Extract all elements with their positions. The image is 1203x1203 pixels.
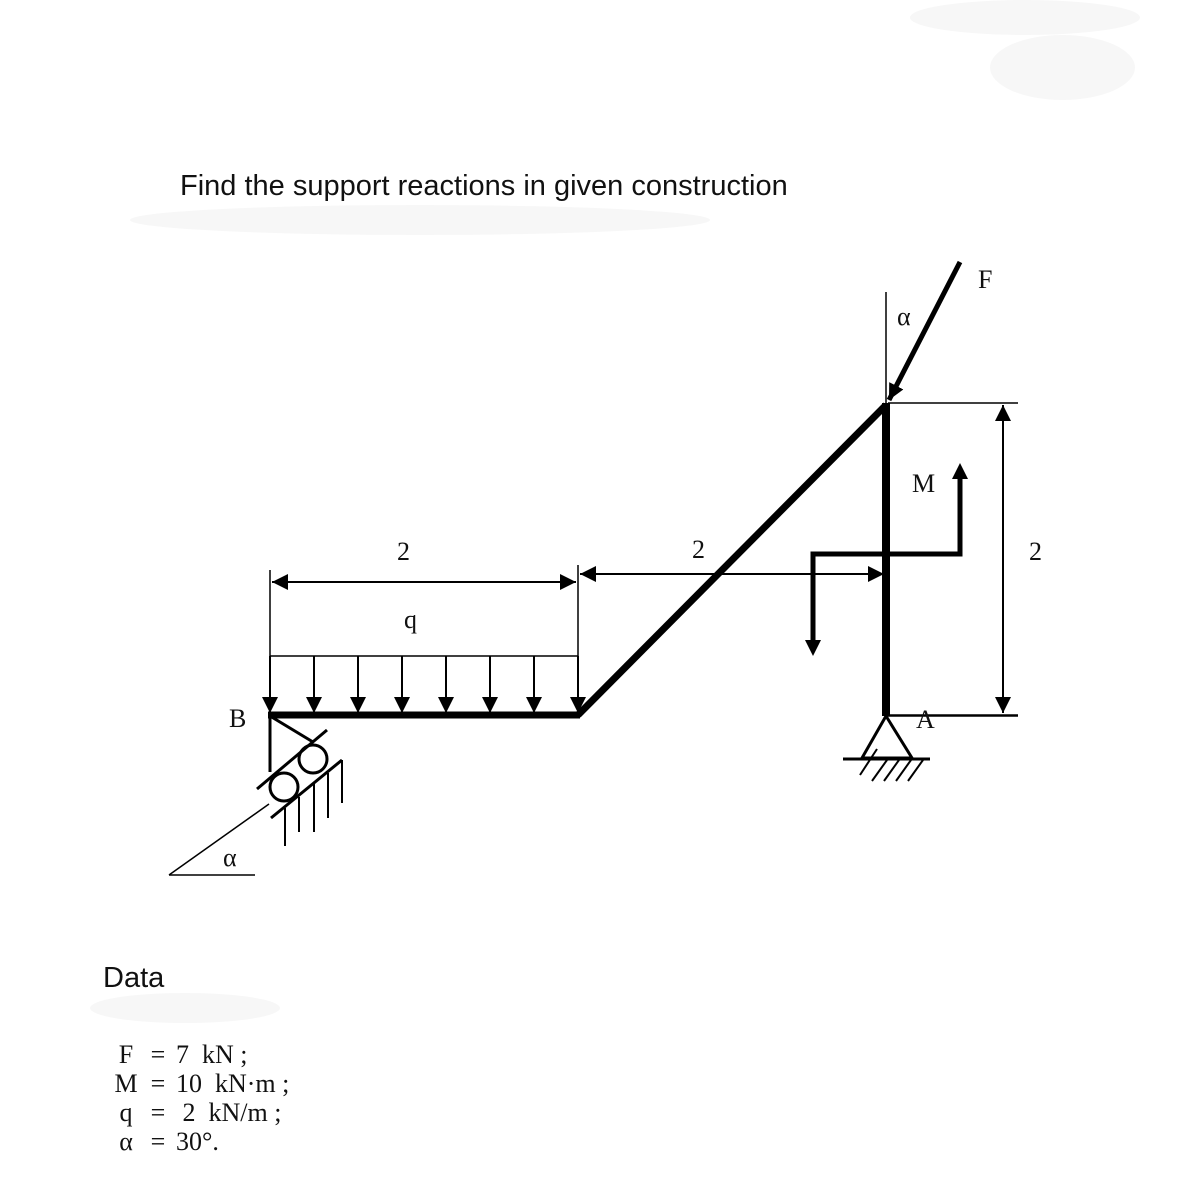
support-b-label: B [229, 704, 246, 733]
erased-smudge [130, 205, 710, 235]
data-value: 2 kN/m ; [176, 1098, 282, 1127]
dimension-right-span: 2 [580, 535, 884, 582]
equals-sign: = [150, 1098, 166, 1127]
force-label: F [978, 265, 992, 294]
data-list: F = 7 kN ; M = 10 kN·m ; q = 2 kN/m ; α … [112, 1040, 289, 1156]
moment-m: M [805, 463, 968, 656]
dimension-left-span: 2 [269, 537, 579, 715]
dimension-label: 2 [692, 535, 705, 564]
erased-smudge [90, 993, 280, 1023]
dimension-label: 2 [1029, 537, 1042, 566]
data-heading: Data [103, 962, 165, 994]
force-f: F α [885, 260, 992, 403]
support-a-pin: A [843, 705, 1018, 782]
slope-angle-label: α [223, 843, 237, 872]
support-b-roller: α B [168, 704, 343, 876]
erased-smudge [910, 0, 1140, 35]
data-symbol: M [114, 1069, 138, 1098]
moment-label: M [912, 469, 935, 498]
dimension-label: 2 [397, 537, 410, 566]
data-value: 7 kN ; [176, 1040, 248, 1069]
distributed-load-label: q [404, 605, 417, 634]
data-symbol: F [118, 1040, 134, 1069]
equals-sign: = [150, 1127, 166, 1156]
beam-structure [268, 402, 890, 719]
erased-smudge [990, 35, 1135, 100]
data-row-angle: α = 30°. [112, 1127, 289, 1156]
data-value: 10 kN·m ; [176, 1069, 290, 1098]
data-row-load: q = 2 kN/m ; [112, 1098, 289, 1127]
data-row-force: F = 7 kN ; [112, 1040, 289, 1069]
equals-sign: = [150, 1040, 166, 1069]
equals-sign: = [150, 1069, 166, 1098]
distributed-load: q [262, 605, 586, 713]
data-symbol: q [119, 1098, 133, 1127]
data-row-moment: M = 10 kN·m ; [112, 1069, 289, 1098]
data-value: 30°. [176, 1127, 219, 1156]
data-symbol: α [119, 1127, 133, 1156]
problem-title: Find the support reactions in given cons… [180, 170, 788, 202]
support-a-label: A [916, 705, 935, 734]
force-angle-label: α [897, 302, 911, 331]
dimension-height: 2 [888, 402, 1042, 716]
